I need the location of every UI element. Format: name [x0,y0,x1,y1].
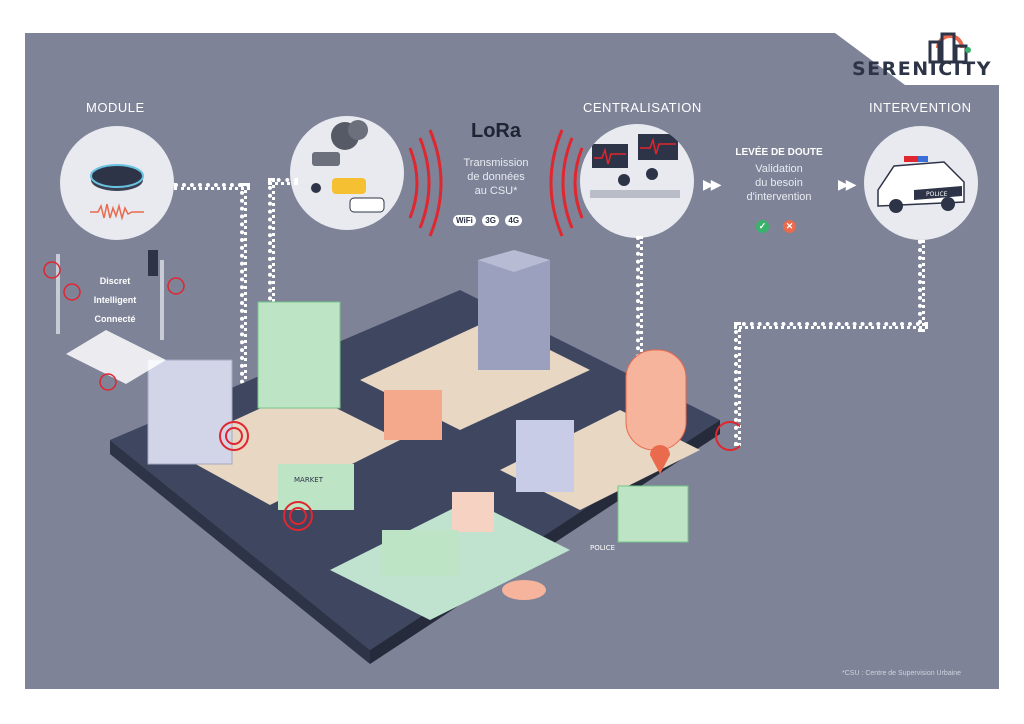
3g-badge: 3G [482,215,499,226]
connector-line [174,183,250,190]
doubt-line: d'intervention [746,191,812,203]
sensor-icon [90,164,144,221]
4g-badge: 4G [505,215,523,226]
market-label: MARKET [294,476,324,484]
doubt-title: LEVÉE DE DOUTE [735,147,823,158]
footnote: *CSU : Centre de Supervision Urbaine [842,670,962,677]
wifi-badge: WiFi [453,215,476,226]
chevron-right-icon: ▶▶ [838,176,856,192]
network-badges: WiFi 3G 4G [452,210,523,228]
city-map-illustration: MARKET POLICE [110,250,740,664]
connector-line [734,322,741,446]
centralisation-circle [580,124,694,238]
lora-block: LoRa [466,120,526,143]
lora-caption-line: au CSU* [474,185,518,197]
radio-wave-left-icon [408,129,443,237]
connector-line [734,322,928,329]
police-car-icon: POLICE [877,156,965,213]
police-road-label: POLICE [590,544,615,552]
serenicity-logo-icon [928,32,971,64]
alert-ring-icon [283,501,313,531]
street-light-icon [43,250,185,391]
module-property: Connecté [94,314,136,324]
connector-line [918,240,925,332]
incident-circle [290,116,404,230]
module-properties: Discret Intelligent Connecté [80,272,150,329]
doubt-line: Validation [755,163,803,175]
lora-logo: LoRa [471,120,521,142]
doubt-lines: Validation du besoin d'intervention [722,162,836,204]
lora-caption-line: Transmission [463,157,529,169]
alert-ring-icon [715,421,740,451]
module-property: Intelligent [93,295,137,305]
brand-name: SERENICITY [852,58,992,80]
accident-scene-icon [311,120,385,213]
control-room-icon [590,134,680,198]
cross-icon: ✕ [783,220,796,233]
section-module: MODULE [86,100,145,115]
section-intervention: INTERVENTION [869,100,972,115]
radio-wave-right-icon [549,129,584,237]
alert-ring-icon [219,421,249,451]
module-property: Discret [99,276,131,286]
section-centralisation: CENTRALISATION [583,100,702,115]
doubt-line: du besoin [755,177,803,189]
module-circle [60,126,174,240]
lora-caption-line: de données [467,171,525,183]
chevron-right-icon: ▶▶ [703,176,721,192]
police-car-label: POLICE [926,191,948,198]
check-icon: ✓ [756,220,769,233]
lora-caption: Transmission de données au CSU* [448,156,544,198]
intervention-circle: POLICE [864,126,978,240]
location-pin-icon [650,445,670,474]
